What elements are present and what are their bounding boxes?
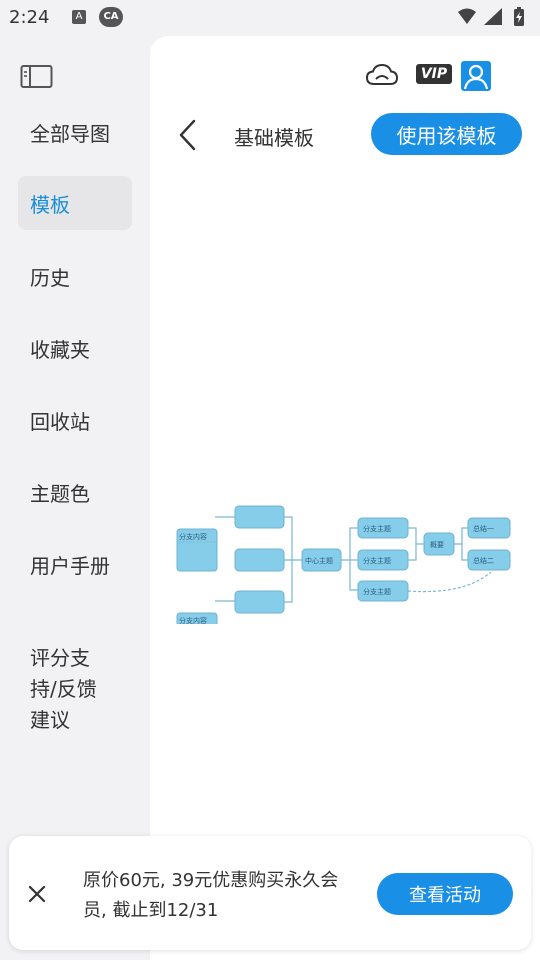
mindmap-summary-node: 概要: [430, 540, 444, 549]
main-panel: VIP 基础模板 使用该模板: [150, 36, 540, 960]
close-icon[interactable]: [27, 884, 47, 904]
sidebar-item-label: 回收站: [30, 410, 90, 434]
mindmap-branch-node: 分支主题: [363, 556, 391, 565]
mindmap-note: 分支内容: [179, 532, 207, 541]
sidebar-item-history[interactable]: 历史: [30, 262, 70, 291]
sidebar-item-label: 收藏夹: [30, 338, 90, 362]
sidebar-item-label: 评分支 持/反馈 建议: [30, 646, 97, 732]
battery-charging-icon: [514, 7, 524, 26]
promo-text: 原价60元, 39元优惠购买永久会员, 截止到12/31: [83, 870, 339, 921]
mindmap-sub-node: 总结一: [473, 524, 494, 533]
vip-icon[interactable]: VIP: [416, 64, 452, 84]
status-icons: [458, 7, 524, 26]
mindmap-branch-node: 分支主题: [363, 524, 391, 533]
page-title: 基础模板: [234, 126, 314, 150]
mindmap-preview: 分支内容 分支内容 中心主题 分支主题 分支主题 分支主题 概要 总结一 总结二: [176, 505, 511, 624]
sidebar-item-label: 用户手册: [30, 554, 110, 578]
cloud-sync-icon[interactable]: [365, 62, 399, 88]
sidebar: 全部导图 模板 历史 收藏夹 回收站 主题色 用户手册 评分支 持/反馈 建议: [0, 36, 150, 960]
status-bar: 2:24 A CA: [0, 0, 540, 36]
sidebar-item-label: 模板: [30, 193, 70, 217]
wifi-icon: [458, 8, 476, 24]
user-account-icon[interactable]: [461, 61, 491, 91]
promo-banner: 原价60元, 39元优惠购买永久会员, 截止到12/31 查看活动: [9, 836, 531, 950]
ca-app-icon: CA: [99, 7, 123, 27]
sidebar-toggle-icon[interactable]: [20, 64, 54, 90]
use-template-button[interactable]: 使用该模板: [371, 113, 522, 155]
sidebar-item-label: 主题色: [30, 482, 90, 506]
mindmap-center-node: 中心主题: [305, 556, 333, 565]
sidebar-item-label: 历史: [30, 266, 70, 290]
view-promotion-button[interactable]: 查看活动: [377, 873, 513, 915]
back-chevron-icon[interactable]: [176, 118, 198, 152]
status-time: 2:24: [9, 7, 50, 28]
sidebar-item-label: 全部导图: [30, 122, 110, 146]
mindmap-sub-node: 总结二: [473, 556, 494, 565]
mindmap-branch-node: 分支主题: [363, 587, 391, 596]
vip-label: VIP: [420, 66, 448, 82]
sidebar-item-user-manual[interactable]: 用户手册: [30, 550, 110, 579]
mindmap-note: 分支内容: [179, 616, 207, 624]
sidebar-item-templates[interactable]: 模板: [18, 176, 132, 230]
sidebar-item-favorites[interactable]: 收藏夹: [30, 334, 90, 363]
a-notification-icon: A: [72, 10, 86, 24]
sidebar-item-feedback[interactable]: 评分支 持/反馈 建议: [30, 612, 97, 736]
signal-icon: [484, 8, 502, 25]
sidebar-item-recycle-bin[interactable]: 回收站: [30, 406, 90, 435]
sidebar-item-all-maps[interactable]: 全部导图: [30, 118, 110, 147]
sidebar-item-theme-color[interactable]: 主题色: [30, 478, 90, 507]
